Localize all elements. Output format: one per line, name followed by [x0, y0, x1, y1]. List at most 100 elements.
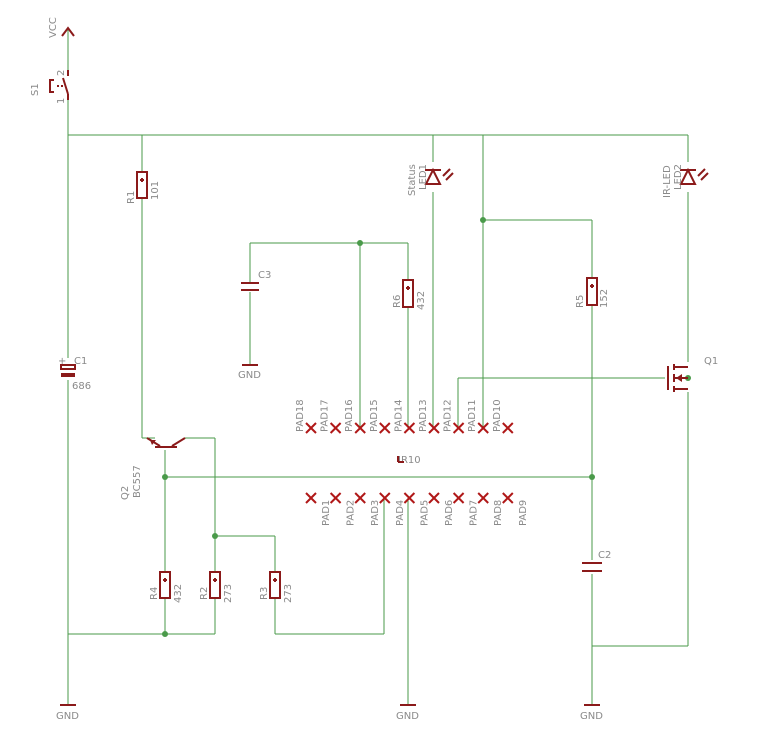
pad-top-pad17: PAD17 [320, 399, 342, 434]
pad-label: PAD18 [295, 399, 306, 432]
pad-mark [305, 492, 317, 504]
r1-name: R1 [126, 191, 137, 204]
pad-bottom-pad8: PAD8 [477, 492, 504, 526]
pad-bottom-pad9: PAD9 [502, 492, 529, 526]
s1-name: S1 [30, 83, 41, 96]
resistor-r4: R4 432 [149, 571, 184, 603]
pad-mark [477, 492, 489, 504]
led2-name: LED2 [673, 164, 684, 190]
pad-top-pad13: PAD13 [418, 399, 440, 434]
pad-label: PAD4 [395, 500, 406, 526]
pad-bottom-pad7: PAD7 [452, 492, 480, 526]
gnd-symbol-left: GND [56, 704, 79, 722]
pad-label: PAD11 [467, 399, 478, 432]
pad-top-pad16: PAD16 [344, 399, 366, 434]
q2-value: BC557 [132, 465, 143, 498]
pad-top-pad10: PAD10 [492, 399, 514, 434]
resistor-r1: R1 101 [126, 171, 161, 204]
ic-ir10: IR10 [397, 455, 421, 466]
ic-name: IR10 [398, 455, 421, 466]
c3-name: C3 [258, 270, 271, 281]
resistor-r6: R6 432 [392, 279, 427, 310]
s1-pin1: 1 [56, 98, 67, 104]
pad-label: PAD5 [419, 500, 430, 526]
pad-mark [305, 422, 317, 434]
pad-label: PAD8 [493, 500, 504, 526]
gnd-label-left: GND [56, 711, 79, 722]
led1-name: LED1 [418, 164, 429, 190]
pad-mark [428, 492, 440, 504]
pad-mark [502, 492, 514, 504]
c2-name: C2 [598, 550, 611, 561]
gnd-label-middle: GND [396, 711, 419, 722]
r5-value: 152 [599, 289, 610, 308]
r3-name: R3 [259, 587, 270, 600]
pad-mark [502, 422, 514, 434]
pad-label: PAD2 [346, 500, 357, 526]
c1-plus: + [58, 356, 66, 367]
wires [67, 30, 689, 705]
pad-mark [452, 492, 465, 504]
led2-value: IR-LED [662, 165, 673, 198]
pad-label: PAD7 [469, 500, 480, 526]
pad-mark [329, 492, 342, 504]
transistor-q1: Q1 [667, 356, 718, 392]
pad-bottom-pad6: PAD6 [428, 492, 455, 526]
r6-name: R6 [392, 295, 403, 308]
pad-label: PAD1 [321, 500, 332, 526]
pad-mark [403, 422, 416, 434]
pad-label: PAD13 [418, 399, 429, 432]
r4-name: R4 [149, 587, 160, 600]
s1-pin2: 2 [56, 70, 67, 76]
pad-label: PAD10 [492, 399, 503, 432]
pad-bottom-pad4: PAD4 [379, 492, 406, 526]
pad-label: PAD9 [518, 500, 529, 526]
pad-label: PAD16 [344, 399, 355, 432]
led1-value: Status [407, 164, 418, 196]
pad-label: PAD6 [444, 500, 455, 526]
pad-mark [403, 492, 416, 504]
r4-value: 432 [173, 584, 184, 603]
resistor-r3: R3 273 [259, 571, 294, 603]
pad-bottom-pad5: PAD5 [403, 492, 430, 526]
q2-name: Q2 [120, 486, 131, 500]
c1-value: 686 [72, 381, 91, 392]
gnd-symbol-middle: GND [396, 704, 419, 722]
r3-value: 273 [283, 584, 294, 603]
r5-name: R5 [575, 295, 586, 308]
q1-name: Q1 [704, 356, 718, 367]
gnd-label-c3: GND [238, 370, 261, 381]
junction-dots [162, 217, 691, 637]
pad-mark [354, 422, 366, 434]
pad-bottom-pad3: PAD3 [354, 492, 381, 526]
pad-bottom-pad2: PAD2 [329, 492, 357, 526]
gnd-label-right: GND [580, 711, 603, 722]
led-led2: IR-LED LED2 [662, 164, 709, 198]
resistor-r5: R5 152 [575, 277, 610, 308]
capacitor-c3: C3 [241, 270, 271, 291]
gnd-symbol-right: GND [580, 704, 603, 722]
pad-label: PAD14 [393, 399, 404, 432]
pad-top-pad14: PAD14 [393, 399, 416, 434]
pad-mark [477, 422, 489, 434]
r1-value: 101 [150, 181, 161, 200]
resistor-r2: R2 273 [199, 571, 234, 603]
transistor-q2: Q2 BC557 [120, 437, 186, 500]
pad-mark [379, 492, 391, 504]
pad-mark [452, 422, 465, 434]
pad-top-pad15: PAD15 [369, 399, 391, 434]
pad-mark [379, 422, 391, 434]
pad-top-pad18: PAD18 [295, 399, 317, 434]
pad-top-pad12: PAD12 [443, 399, 465, 434]
gnd-symbol-c3: GND [238, 364, 261, 381]
pad-top-pad11: PAD11 [467, 399, 489, 434]
pad-bottom-pad1: PAD1 [305, 492, 332, 526]
pad-label: PAD17 [320, 399, 331, 432]
r2-name: R2 [199, 587, 210, 600]
pad-mark [329, 422, 342, 434]
vcc-label: VCC [48, 17, 59, 38]
capacitor-c2: C2 [582, 550, 611, 572]
